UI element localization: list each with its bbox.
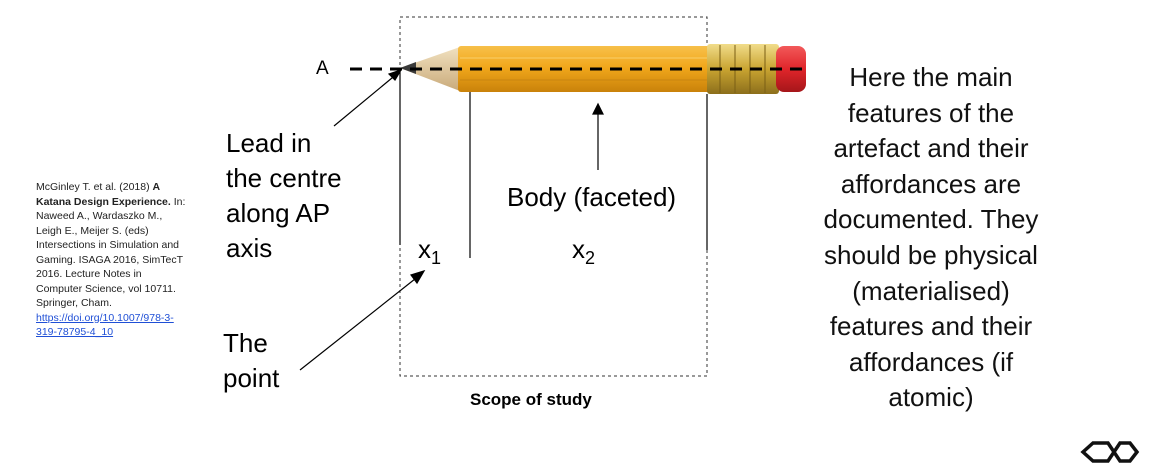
citation-details: In: Naweed A., Wardaszko M., Leigh E., M… <box>36 195 186 310</box>
citation-title: A Katana Design Experience. <box>36 181 171 208</box>
lead-arrow <box>333 68 403 127</box>
scope-of-study-caption: Scope of study <box>470 390 592 409</box>
lead-label: Lead in the centre along AP axis <box>226 128 342 263</box>
point-label: The point <box>223 328 280 393</box>
description-text: Here the main features of the artefact a… <box>823 62 1039 413</box>
pencil-lead-tip <box>400 62 416 74</box>
point-arrow <box>299 269 426 371</box>
x1-label: x1 <box>418 234 442 268</box>
pencil-ferrule <box>707 44 779 94</box>
body-label: Body (faceted) <box>507 182 677 212</box>
x2-label: x2 <box>572 234 596 268</box>
body-arrow <box>592 102 604 170</box>
citation-authors: McGinley T. et al. (2018) <box>36 181 150 193</box>
citation: McGinley T. et al. (2018) A Katana Desig… <box>36 180 186 340</box>
infinity-logo-icon <box>1080 441 1140 463</box>
citation-doi-link[interactable]: https://doi.org/10.1007/978-3-319-78795-… <box>36 311 174 339</box>
axis-label-a: A <box>316 58 329 79</box>
pencil <box>400 44 806 94</box>
